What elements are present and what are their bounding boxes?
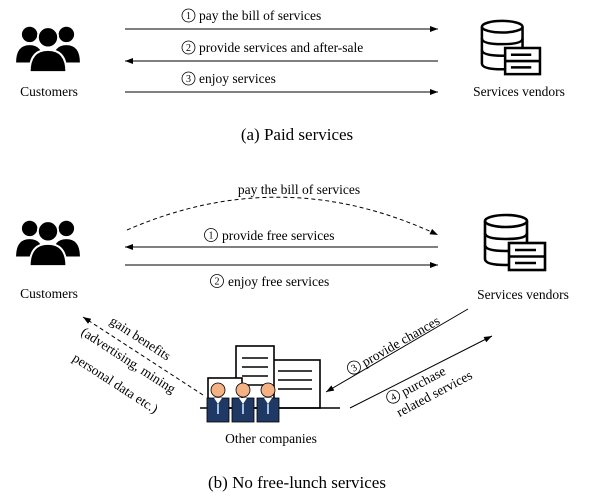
companies-icon [200, 345, 340, 423]
vendors-label-b: Services vendors [477, 287, 569, 302]
customers-label-a: Customers [20, 84, 78, 99]
panel-b: Customers Services vendors pay the bill … [15, 182, 569, 492]
arrow-provide-services-label: provide services and after-sale [199, 40, 363, 55]
arrow-provide-chances-label: provide chances [359, 313, 442, 370]
arrow-pay-bill-label: pay the bill of services [199, 8, 321, 23]
arrow-provide-free-label: provide free services [222, 228, 334, 243]
svg-text:1: 1 [209, 231, 214, 242]
customers-label-b: Customers [20, 286, 78, 301]
server-icon [480, 19, 542, 76]
dashed-arrow-pay-bill: pay the bill of services [126, 182, 439, 236]
caption-b: (b) No free-lunch services [208, 473, 386, 492]
arrow-provide-services: 2 provide services and after-sale [125, 40, 438, 64]
dashed-arrow-label: pay the bill of services [238, 182, 360, 197]
svg-text:3: 3 [186, 74, 191, 85]
arrow-pay-bill: 1 pay the bill of services [125, 8, 438, 32]
svg-text:3: 3 [350, 362, 360, 374]
arrow-enjoy-free-label: enjoy free services [228, 274, 329, 289]
vendors-label-a: Services vendors [473, 84, 565, 99]
customers-icon [15, 25, 81, 74]
arrow-enjoy-services-label: enjoy services [199, 71, 276, 86]
arrow-enjoy-free-services: 2 enjoy free services [125, 262, 438, 289]
caption-a: (a) Paid services [241, 125, 353, 144]
arrow-gain-benefits: gain benefits (advertising, mining perso… [70, 313, 204, 416]
svg-text:2: 2 [215, 277, 220, 288]
arrow-provide-free-services: 1 provide free services [125, 228, 438, 250]
svg-text:2: 2 [186, 43, 191, 54]
svg-text:4: 4 [389, 392, 399, 404]
svg-text:1: 1 [186, 11, 191, 22]
companies-label: Other companies [225, 431, 317, 446]
panel-a: Customers Services vendors 1 pay the bil… [15, 8, 565, 144]
arrow-enjoy-services: 3 enjoy services [125, 71, 438, 95]
server-icon [483, 213, 547, 272]
customers-icon [15, 219, 81, 268]
